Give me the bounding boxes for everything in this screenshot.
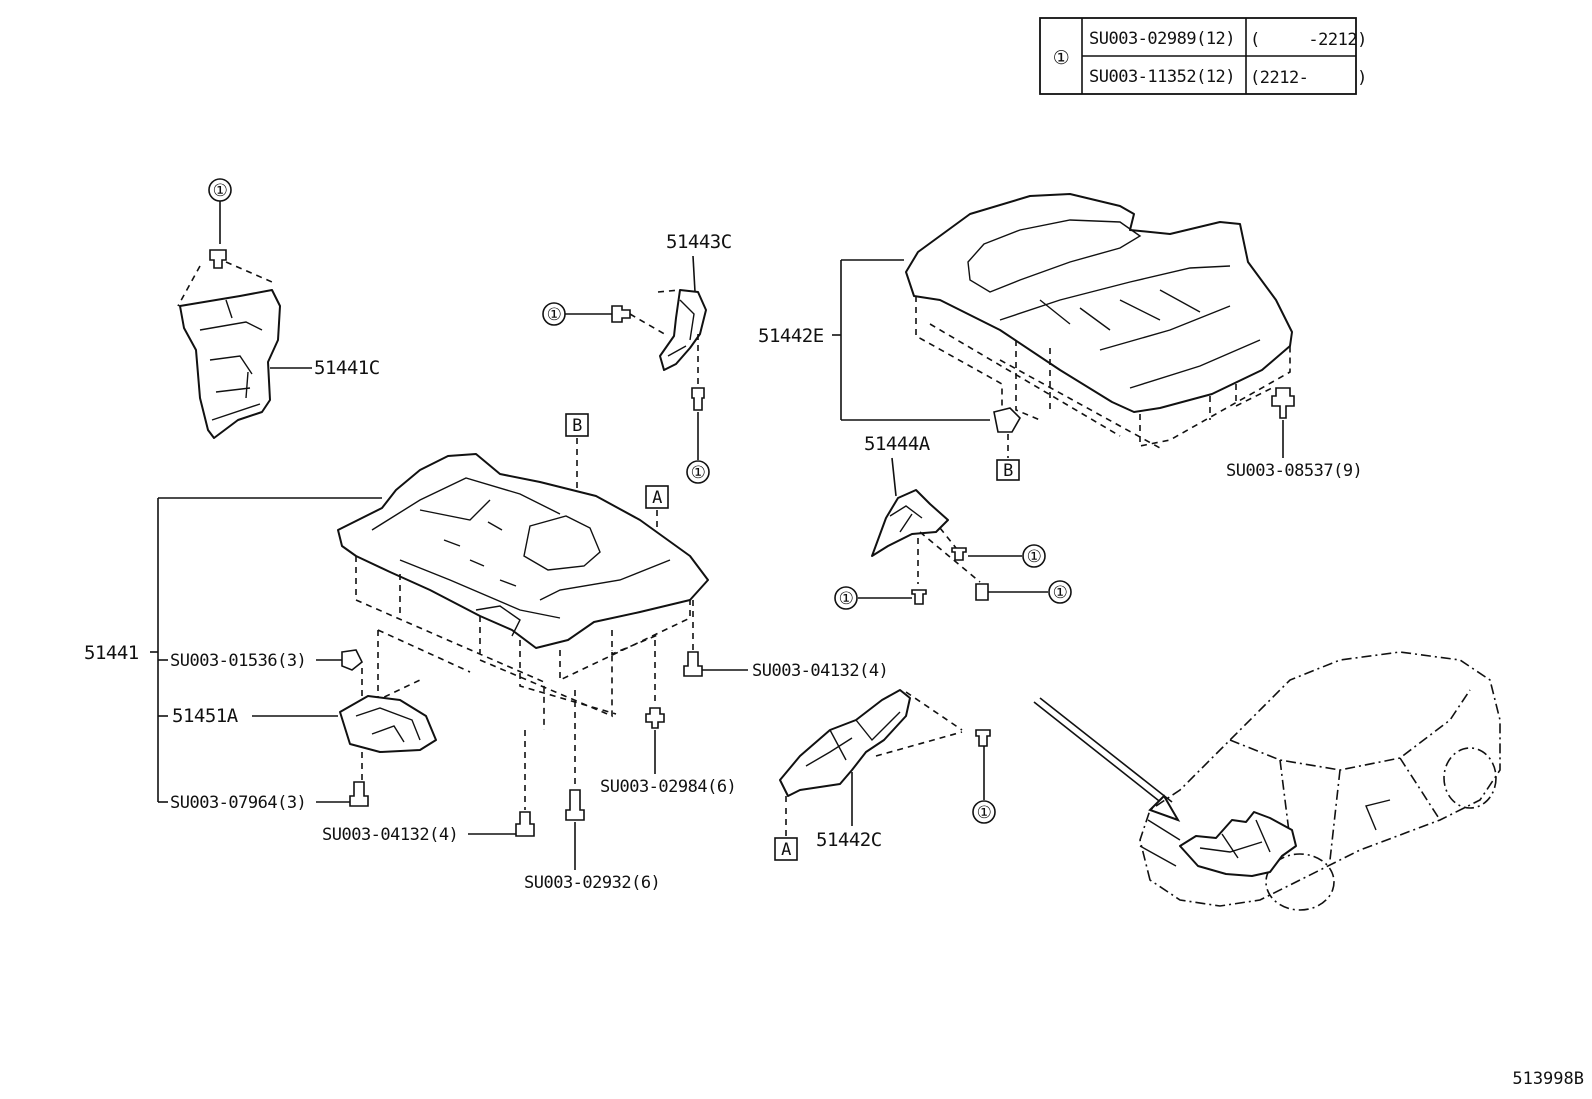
marker-B-top: B bbox=[572, 416, 582, 436]
legend-symbol: ① bbox=[1053, 47, 1070, 69]
label-SU003-04132-left: SU003-04132(4) bbox=[322, 825, 458, 845]
part-51444A-shape bbox=[871, 489, 949, 557]
label-SU003-02984: SU003-02984(6) bbox=[600, 777, 736, 797]
label-SU003-08537: SU003-08537(9) bbox=[1226, 461, 1362, 481]
part-51444A-group: 51444A ① ① ① bbox=[834, 433, 1072, 610]
legend-row-1-part: SU003-02989(12) bbox=[1089, 29, 1235, 49]
part-51442C-group: ① A 51442C bbox=[774, 689, 996, 861]
diagram-ref-code: 513998B bbox=[1512, 1069, 1584, 1089]
clip-fastener bbox=[951, 547, 967, 561]
part-51441-group: B A 51441 SU003-01536(3) 51451A SU003-07… bbox=[84, 413, 889, 893]
circle-ref-1: ① bbox=[977, 803, 992, 823]
clip-fastener bbox=[645, 707, 665, 729]
legend-row-1-range: ( -2212) bbox=[1250, 30, 1367, 50]
label-51441: 51441 bbox=[84, 642, 139, 664]
marker-A-bottom: A bbox=[781, 840, 791, 860]
part-51443C-group: 51443C ① ① bbox=[542, 231, 732, 484]
label-51444A: 51444A bbox=[864, 433, 931, 455]
label-51442C: 51442C bbox=[816, 829, 882, 851]
clip-fastener bbox=[975, 729, 991, 747]
bolt-fastener bbox=[1271, 387, 1295, 419]
label-51443C: 51443C bbox=[666, 231, 732, 253]
legend-row-2-range: (2212- ) bbox=[1250, 68, 1367, 88]
part-51442E-group: 51442E B SU003-08537(9) bbox=[758, 193, 1363, 481]
circle-ref-1: ① bbox=[839, 589, 854, 609]
legend-row-2-part: SU003-11352(12) bbox=[1089, 67, 1235, 87]
vehicle-outline bbox=[1139, 651, 1501, 907]
clip-fastener bbox=[975, 583, 989, 601]
part-51441C-group: ① 51441C bbox=[177, 178, 380, 439]
circle-ref-1: ① bbox=[1027, 547, 1042, 567]
clip-fastener bbox=[209, 249, 227, 269]
clip-nut bbox=[341, 649, 364, 671]
circle-ref-1: ① bbox=[1053, 583, 1068, 603]
part-51443C-shape bbox=[659, 289, 707, 371]
label-SU003-04132-right: SU003-04132(4) bbox=[752, 661, 888, 681]
label-51441C: 51441C bbox=[314, 357, 380, 379]
label-51451A: 51451A bbox=[172, 705, 239, 727]
circle-ref-1: ① bbox=[213, 181, 228, 201]
bolt-fastener bbox=[565, 789, 585, 821]
clip-fastener bbox=[911, 589, 927, 605]
label-SU003-02932: SU003-02932(6) bbox=[524, 873, 660, 893]
bolt-fastener bbox=[683, 651, 703, 677]
label-SU003-01536: SU003-01536(3) bbox=[170, 651, 306, 671]
vehicle-location-sketch bbox=[1033, 651, 1501, 911]
circle-ref-1: ① bbox=[691, 463, 706, 483]
part-51451A-shape bbox=[339, 695, 437, 753]
clip-fastener bbox=[611, 305, 631, 323]
label-51442E: 51442E bbox=[758, 325, 824, 347]
marker-B-right: B bbox=[1003, 461, 1013, 481]
part-51441-shape bbox=[337, 453, 709, 649]
part-51442E-shape bbox=[905, 193, 1293, 413]
bolt-fastener bbox=[349, 781, 369, 807]
clip-nut bbox=[993, 407, 1021, 433]
highlighted-undercover bbox=[1179, 811, 1297, 877]
bolt-fastener bbox=[515, 811, 535, 837]
bolt-fastener bbox=[691, 387, 705, 411]
legend-table: ① SU003-02989(12) ( -2212) SU003-11352(1… bbox=[1039, 17, 1367, 95]
marker-A-top: A bbox=[652, 488, 662, 508]
label-SU003-07964: SU003-07964(3) bbox=[170, 793, 306, 813]
circle-ref-1: ① bbox=[547, 305, 562, 325]
